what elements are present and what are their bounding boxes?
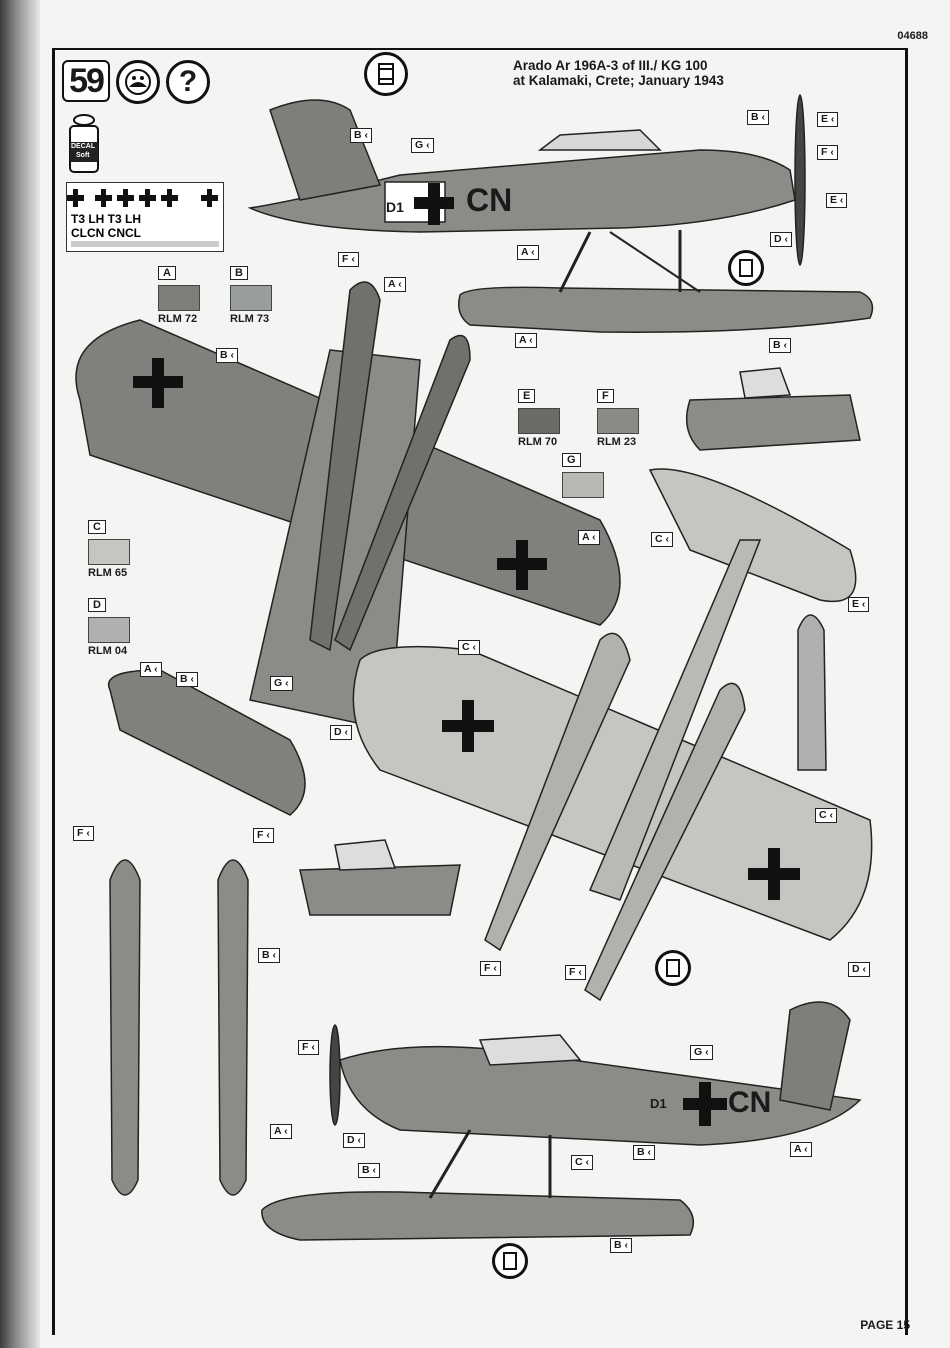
swatch-rlm04: D RLM 04	[88, 595, 130, 657]
decal-helper-icon	[116, 60, 160, 104]
decal-soft-bottle-icon: DECAL Soft	[66, 112, 102, 174]
glue-spool-icon	[728, 250, 764, 286]
side-view-top	[247, 94, 874, 333]
cross-marking-bottom-side	[683, 1082, 727, 1126]
color-tag-g: G ‹	[411, 138, 434, 153]
color-tag-g: G ‹	[690, 1045, 713, 1060]
color-tag-b: B ‹	[358, 1163, 380, 1178]
color-tag-b: B ‹	[610, 1238, 632, 1253]
cockpit-detail-1	[685, 367, 861, 451]
swatch-rlm72: A RLM 72	[158, 263, 200, 325]
color-tag-e: E ‹	[817, 112, 839, 127]
step-number: 59	[62, 60, 110, 102]
color-tag-g: G ‹	[270, 676, 293, 691]
color-tag-f: F ‹	[338, 252, 359, 267]
color-tag-c: C ‹	[815, 808, 837, 823]
side-view-bottom	[261, 1001, 862, 1241]
color-tag-d: D ‹	[343, 1133, 365, 1148]
glue-spool-icon	[655, 950, 691, 986]
cross-marking-bottom-wing	[442, 700, 800, 900]
swatch-rlm73: B RLM 73	[230, 263, 272, 325]
color-tag-d: D ‹	[848, 962, 870, 977]
color-tag-a: A ‹	[384, 277, 406, 292]
svg-text:T3 LH T3 LH: T3 LH T3 LH	[71, 212, 141, 226]
swatch-rlm23: F RLM 23	[597, 386, 639, 448]
bomb-drawing	[797, 614, 827, 771]
fuselage-letters-top: CN	[466, 182, 513, 218]
color-tag-e: E ‹	[848, 597, 870, 612]
float-views	[109, 859, 249, 1196]
color-tag-a: A ‹	[517, 245, 539, 260]
color-tag-a: A ‹	[270, 1124, 292, 1139]
svg-text:CLCN CNCL: CLCN CNCL	[71, 226, 141, 240]
color-tag-b: B ‹	[769, 338, 791, 353]
color-tag-f: F ‹	[565, 965, 586, 980]
cockpit-detail-2	[299, 839, 461, 916]
fuselage-code-bottom: D1	[650, 1096, 667, 1111]
color-tag-f: F ‹	[817, 145, 838, 160]
color-tag-c: C ‹	[571, 1155, 593, 1170]
decal-label: DECAL	[71, 143, 96, 150]
glue-spool-icon	[364, 52, 408, 96]
page-number: PAGE 15	[860, 1318, 910, 1332]
color-tag-d: D ‹	[330, 725, 352, 740]
title-line-2: at Kalamaki, Crete; January 1943	[513, 73, 724, 88]
aircraft-title: Arado Ar 196A-3 of III./ KG 100 at Kalam…	[513, 58, 724, 88]
glue-spool-icon	[492, 1243, 528, 1279]
fuselage-letters-bottom: CN	[728, 1086, 772, 1119]
color-tag-b: B ‹	[216, 348, 238, 363]
cross-marking-top-wing	[133, 358, 547, 590]
color-tag-a: A ‹	[515, 333, 537, 348]
swatch-rlm65: C RLM 65	[88, 517, 130, 579]
color-tag-a: A ‹	[790, 1142, 812, 1157]
soft-label: Soft	[76, 152, 90, 159]
color-tag-b: B ‹	[350, 128, 372, 143]
color-tag-a: A ‹	[140, 662, 162, 677]
decal-sheet-preview: T3 LH T3 LH CLCN CNCL	[66, 182, 224, 252]
page-frame	[52, 48, 908, 1335]
color-tag-c: C ‹	[651, 532, 673, 547]
color-tag-e: E ‹	[826, 193, 848, 208]
title-line-1: Arado Ar 196A-3 of III./ KG 100	[513, 58, 708, 73]
color-tag-f: F ‹	[298, 1040, 319, 1055]
color-tag-f: F ‹	[253, 828, 274, 843]
fuselage-code-top: D1	[386, 199, 404, 215]
swatch-g: G	[562, 450, 604, 498]
cross-marking-top	[414, 183, 454, 225]
top-view-aircraft	[75, 281, 621, 816]
color-tag-b: B ‹	[258, 948, 280, 963]
color-tag-b: B ‹	[633, 1145, 655, 1160]
color-tag-a: A ‹	[578, 530, 600, 545]
color-tag-f: F ‹	[73, 826, 94, 841]
color-tag-f: F ‹	[480, 961, 501, 976]
color-tag-c: C ‹	[458, 640, 480, 655]
swatch-rlm70: E RLM 70	[518, 386, 560, 448]
color-tag-b: B ‹	[176, 672, 198, 687]
color-tag-b: B ‹	[747, 110, 769, 125]
color-tag-d: D ‹	[770, 232, 792, 247]
product-code: 04688	[897, 30, 928, 42]
help-icon: ?	[166, 60, 210, 104]
binding-edge	[0, 0, 40, 1348]
